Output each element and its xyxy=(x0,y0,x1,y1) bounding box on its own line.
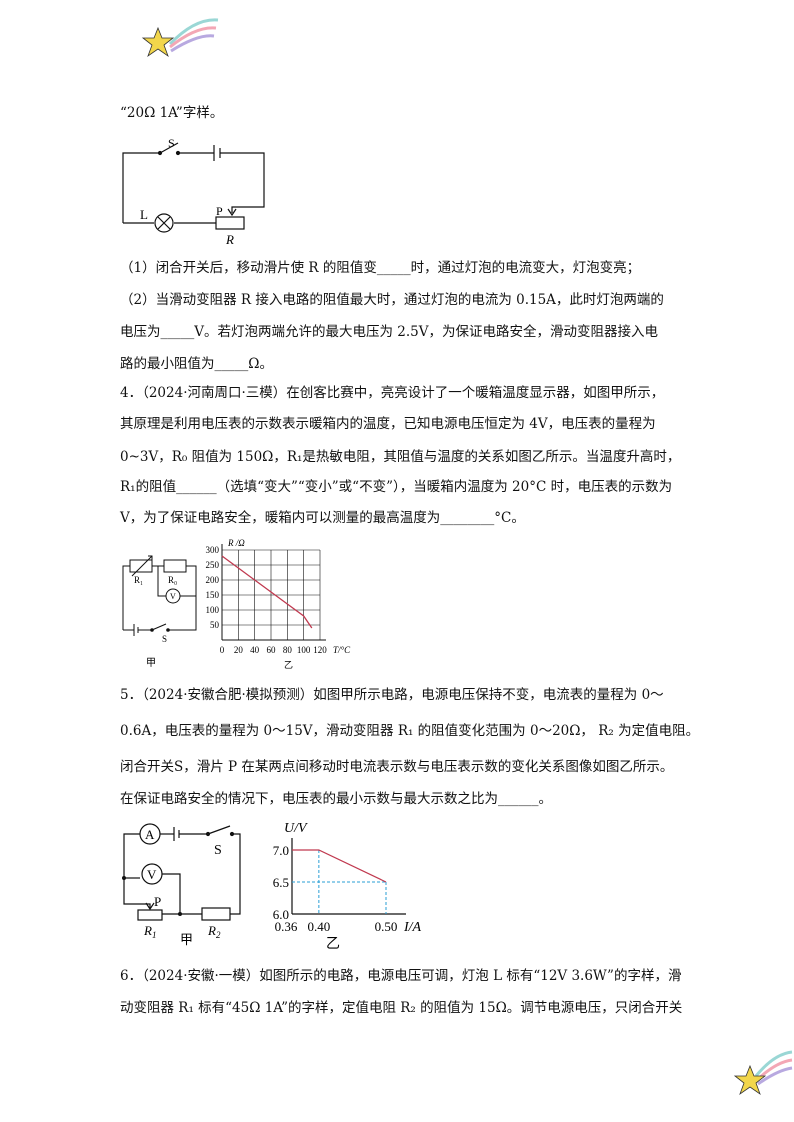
x-tick-label: 100 xyxy=(297,645,311,655)
star-decoration-top xyxy=(141,18,219,58)
text-line: 0.6A，电压表的量程为 0～15V，滑动变阻器 R₁ 的阻值变化范围为 0～2… xyxy=(120,723,700,739)
slider-label: P xyxy=(216,204,223,218)
r2-label: R2 xyxy=(207,923,221,940)
x-tick-label: 20 xyxy=(234,645,244,655)
text-line: 电压为_____V。若灯泡两端允许的最大电压为 2.5V，为保证电路安全，滑动变… xyxy=(120,324,659,340)
x-tick-label: 0.40 xyxy=(307,919,330,934)
text-line: V，为了保证电路安全，暖箱内可以测量的最高温度为________°C。 xyxy=(120,510,525,526)
resistor-label: R xyxy=(225,232,234,247)
caption-yi: 乙 xyxy=(284,660,293,670)
lamp-label: L xyxy=(140,207,148,222)
y-axis-label: R /Ω xyxy=(227,538,245,548)
y-tick-label: 7.0 xyxy=(273,843,289,858)
switch-label: S xyxy=(162,634,167,644)
text-line: 4．（2024·河南周口·三模）在创客比赛中，亮亮设计了一个暖箱温度显示器，如图… xyxy=(120,385,665,401)
star-decoration-bottom xyxy=(733,1050,793,1096)
text-line: 0~3V，R₀ 阻值为 150Ω，R₁是热敏电阻，其阻值与温度的关系如图乙所示。… xyxy=(120,449,681,465)
series-line xyxy=(221,555,313,629)
text-line: 5．（2024·安徽合肥·模拟预测）如图甲所示电路，电源电压保持不变，电流表的量… xyxy=(120,687,664,703)
figure-circuit-1: S L P R xyxy=(122,136,265,247)
text-line: 闭合开关S，滑片 P 在某两点间移动时电流表示数与电压表示数的变化关系图像如图乙… xyxy=(120,759,674,775)
x-tick-label: 80 xyxy=(283,645,293,655)
x-tick-label: 120 xyxy=(313,645,327,655)
r1-label: R1 xyxy=(143,923,156,940)
figure-circuit-2: R₁ R₀ V S 甲 xyxy=(122,555,197,669)
y-tick-label: 6.0 xyxy=(273,907,289,922)
caption-yi: 乙 xyxy=(326,936,340,952)
text-line: “20Ω 1A”字样。 xyxy=(120,105,224,121)
y-axis-label: U/V xyxy=(284,821,308,836)
voltmeter-label: V xyxy=(170,592,176,601)
y-tick-label: 50 xyxy=(210,620,220,630)
y-tick-label: 300 xyxy=(206,545,220,555)
y-tick-label: 200 xyxy=(206,575,220,585)
y-tick-label: 150 xyxy=(206,590,220,600)
caption-jia: 甲 xyxy=(146,658,156,669)
x-tick-label: 0.50 xyxy=(375,919,398,934)
switch-label: S xyxy=(214,843,222,858)
voltmeter-label: V xyxy=(147,867,157,882)
text-line: 动变阻器 R₁ 标有“45Ω 1A”的字样，定值电阻 R₂ 的阻值为 15Ω。调… xyxy=(120,1000,683,1016)
x-tick-label: 60 xyxy=(267,645,277,655)
text-line: （1）闭合开关后，移动滑片使 R 的阻值变_____时，通过灯泡的电流变大，灯泡… xyxy=(120,260,641,276)
y-tick-label: 100 xyxy=(206,605,220,615)
x-axis-label: T/°C xyxy=(333,645,351,655)
figure-circuit-3: A V S P R1 R2 甲 xyxy=(122,823,241,947)
x-tick-label: 40 xyxy=(250,645,260,655)
switch-label: S xyxy=(168,136,175,150)
caption-jia: 甲 xyxy=(180,932,193,947)
y-tick-label: 6.5 xyxy=(273,875,289,890)
chart-voltage-current: U/V I/A 乙 6.0 6.5 7.0 0.36 0.40 0.50 xyxy=(273,821,422,952)
x-axis-label: I/A xyxy=(403,920,422,935)
text-line: 在保证电路安全的情况下，电压表的最小示数与最大示数之比为______。 xyxy=(120,791,552,807)
text-line: （2）当滑动变阻器 R 接入电路的阻值最大时，通过灯泡的电流为 0.15A，此时… xyxy=(120,292,664,308)
r0-label: R₀ xyxy=(168,575,177,585)
series-line xyxy=(292,849,387,883)
slider-label: P xyxy=(154,894,161,909)
text-line: R₁的阻值______（选填“变大”“变小”或“不变”），当暖箱内温度为 20°… xyxy=(120,479,673,495)
y-tick-label: 250 xyxy=(206,560,220,570)
text-line: 6．（2024·安徽·一模）如图所示的电路，电源电压可调，灯泡 L 标有“12V… xyxy=(120,968,682,984)
text-line: 其原理是利用电压表的示数表示暖箱内的温度，已知电源电压恒定为 4V，电压表的量程… xyxy=(120,416,656,432)
x-tick-label: 0 xyxy=(220,645,225,655)
r1-label: R₁ xyxy=(134,575,143,585)
switch-blade xyxy=(159,142,179,154)
text-line: 路的最小阻值为_____Ω。 xyxy=(120,356,273,372)
ammeter-label: A xyxy=(145,827,155,842)
x-tick-label: 0.36 xyxy=(275,919,298,934)
